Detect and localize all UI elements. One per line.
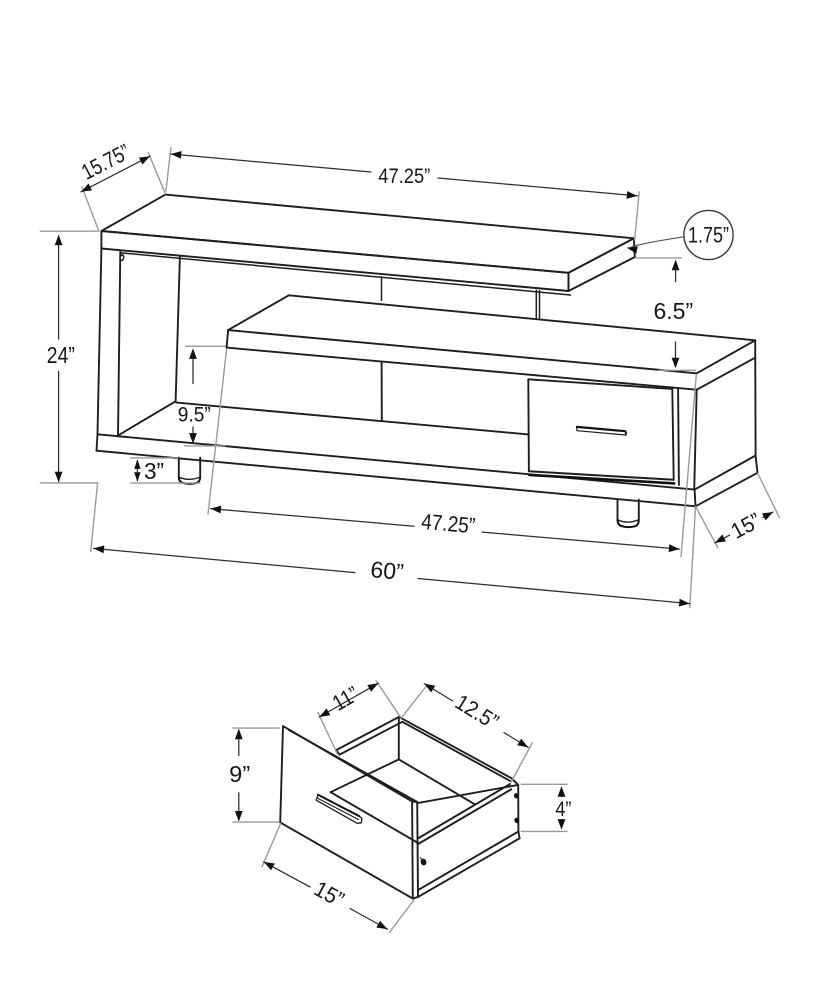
svg-text:6.5”: 6.5” [653,298,693,324]
svg-text:1.75”: 1.75” [688,223,729,248]
svg-text:9.5”: 9.5” [178,403,211,427]
svg-text:3”: 3” [144,458,164,484]
svg-text:47.25”: 47.25” [420,509,476,539]
svg-text:4”: 4” [555,798,571,821]
svg-text:60”: 60” [369,556,405,585]
svg-text:47.25”: 47.25” [378,164,430,188]
svg-text:24”: 24” [47,342,75,368]
svg-text:9”: 9” [229,761,250,787]
